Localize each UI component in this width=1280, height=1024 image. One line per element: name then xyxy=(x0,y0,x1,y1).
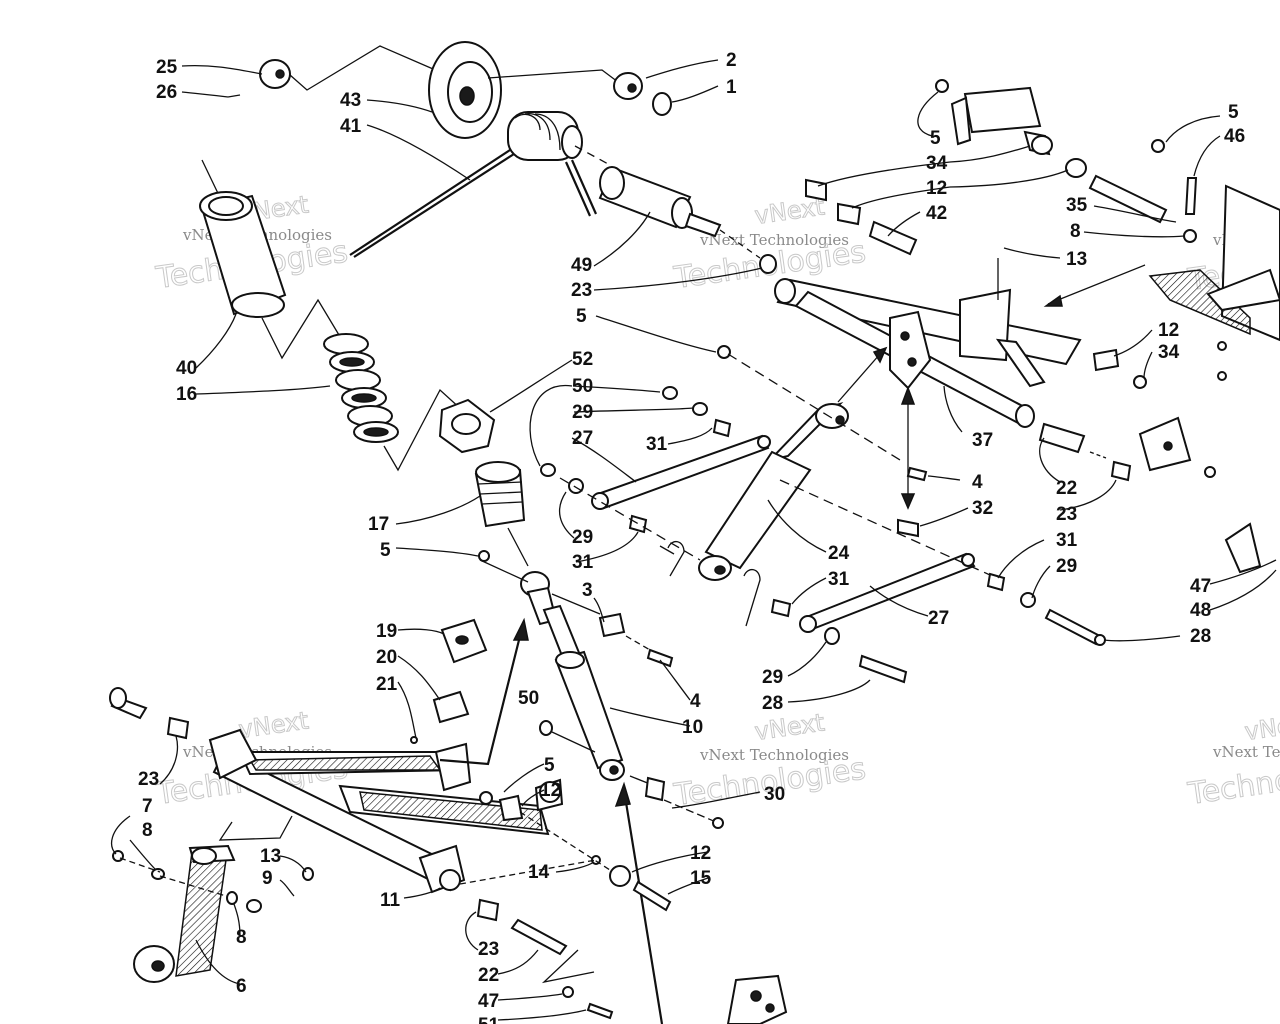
label-23: 23 xyxy=(571,280,592,301)
label-12: 12 xyxy=(690,843,711,864)
label-29: 29 xyxy=(572,527,593,548)
watermark-6: vNext Technologies vNext Technologies xyxy=(1185,708,1280,813)
label-23: 23 xyxy=(478,939,499,960)
label-8: 8 xyxy=(236,927,247,948)
label-25: 25 xyxy=(156,57,178,78)
label-34: 34 xyxy=(1158,342,1180,363)
label-47: 47 xyxy=(478,991,499,1012)
label-28: 28 xyxy=(762,693,783,714)
watermark-outline: vNext xyxy=(1243,708,1280,745)
label-37: 37 xyxy=(972,430,993,451)
label-2: 2 xyxy=(726,50,737,71)
label-41: 41 xyxy=(340,116,362,137)
label-50: 50 xyxy=(518,688,539,709)
label-15: 15 xyxy=(690,868,712,889)
label-1: 1 xyxy=(726,77,737,98)
label-51: 51 xyxy=(478,1015,500,1024)
rear-arm-assembly xyxy=(774,258,1146,510)
label-31: 31 xyxy=(1056,530,1078,551)
label-14: 14 xyxy=(528,862,550,883)
label-23: 23 xyxy=(1056,504,1077,525)
label-23: 23 xyxy=(138,769,159,790)
label-5: 5 xyxy=(1228,102,1239,123)
label-43: 43 xyxy=(340,90,361,111)
label-46: 46 xyxy=(1224,126,1245,147)
leader-lines xyxy=(110,59,1277,1021)
label-24: 24 xyxy=(828,543,850,564)
label-3: 3 xyxy=(582,580,593,601)
label-21: 21 xyxy=(376,674,398,695)
label-27: 27 xyxy=(928,608,949,629)
front-arm-assembly xyxy=(109,617,788,1024)
label-5: 5 xyxy=(930,128,941,149)
label-28: 28 xyxy=(1190,626,1211,647)
label-12: 12 xyxy=(1158,320,1179,341)
label-47: 47 xyxy=(1190,576,1211,597)
label-52: 52 xyxy=(572,349,593,370)
label-19: 19 xyxy=(376,621,397,642)
label-7: 7 xyxy=(142,796,153,817)
label-9: 9 xyxy=(262,868,273,889)
watermark-text: vNext Technologies xyxy=(699,746,849,764)
label-5: 5 xyxy=(544,755,555,776)
watermark-text: vNext Technologies xyxy=(1212,743,1280,761)
label-27: 27 xyxy=(572,428,593,449)
front-shock-assembly xyxy=(478,550,724,1024)
label-29: 29 xyxy=(572,402,593,423)
label-4: 4 xyxy=(690,691,701,712)
idler-wheel-assembly xyxy=(227,41,777,274)
watermark-outline: vNext xyxy=(237,706,310,743)
label-29: 29 xyxy=(762,667,783,688)
label-16: 16 xyxy=(176,384,197,405)
label-10: 10 xyxy=(682,717,703,738)
label-13: 13 xyxy=(260,846,281,867)
label-32: 32 xyxy=(972,498,993,519)
label-8: 8 xyxy=(1070,221,1081,242)
label-35: 35 xyxy=(1066,195,1088,216)
label-22: 22 xyxy=(478,965,499,986)
label-12: 12 xyxy=(540,780,561,801)
label-50: 50 xyxy=(572,376,593,397)
label-6: 6 xyxy=(236,976,247,997)
label-8: 8 xyxy=(142,820,153,841)
label-12: 12 xyxy=(926,178,947,199)
label-5: 5 xyxy=(576,306,587,327)
label-34: 34 xyxy=(926,153,948,174)
label-11: 11 xyxy=(380,890,401,911)
label-20: 20 xyxy=(376,647,397,668)
label-17: 17 xyxy=(368,514,389,535)
upper-mount-parts xyxy=(717,79,1280,574)
label-40: 40 xyxy=(176,358,197,379)
label-26: 26 xyxy=(156,82,177,103)
torque-arm-assembly xyxy=(540,353,1106,684)
label-5: 5 xyxy=(380,540,391,561)
label-31: 31 xyxy=(828,569,850,590)
label-31: 31 xyxy=(572,552,594,573)
watermark-text: vNext Technologies xyxy=(699,231,849,249)
label-13: 13 xyxy=(1066,249,1087,270)
label-22: 22 xyxy=(1056,478,1077,499)
label-48: 48 xyxy=(1190,600,1211,621)
label-30: 30 xyxy=(764,784,785,805)
label-4: 4 xyxy=(972,472,983,493)
label-42: 42 xyxy=(926,203,947,224)
label-49: 49 xyxy=(571,255,592,276)
watermark-outline: vNext xyxy=(753,708,826,745)
label-29: 29 xyxy=(1056,556,1077,577)
part-number-labels: 25 26 43 41 2 1 5 34 12 42 5 46 35 8 13 … xyxy=(138,50,1245,1024)
rear-shock-assembly xyxy=(199,159,529,567)
label-31: 31 xyxy=(646,434,668,455)
